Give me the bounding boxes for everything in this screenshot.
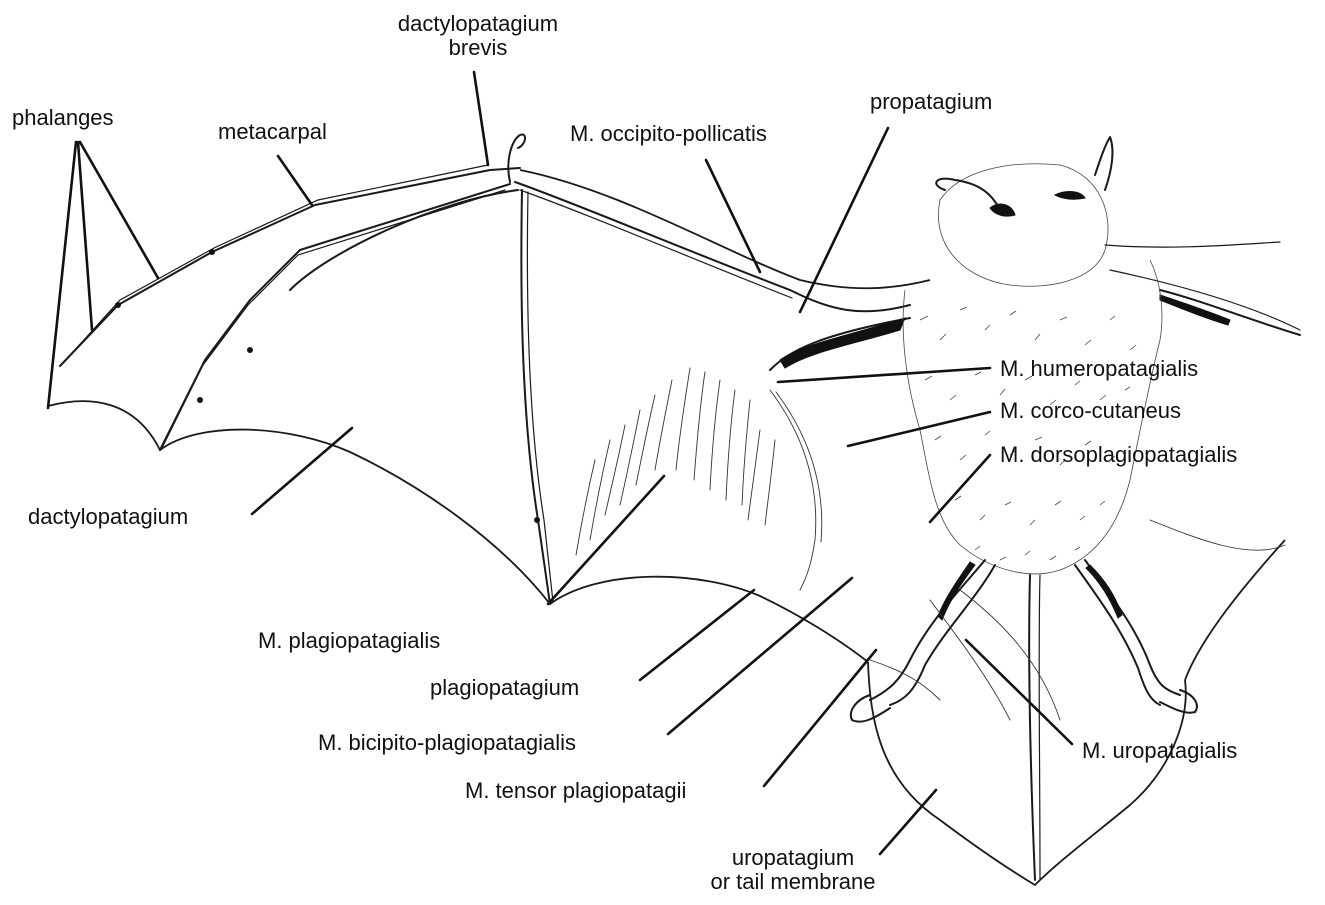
label-metacarpal: metacarpal [218, 120, 327, 144]
leader-phalanges-1 [48, 142, 76, 408]
leader-plagiopatagialis [548, 476, 664, 604]
label-plagiopatagialis: M. plagiopatagialis [258, 629, 440, 653]
label-uropatagium: uropatagium or tail membrane [698, 846, 888, 894]
phalanx-joints [116, 250, 540, 523]
wing-membrane [48, 135, 930, 662]
leader-propatagium [800, 128, 888, 312]
label-bicipito-plagiopatagialis: M. bicipito-plagiopatagialis [318, 731, 576, 755]
bat-body [851, 137, 1300, 885]
label-dactylopatagium-brevis: dactylopatagium brevis [358, 12, 598, 60]
leader-dorsoplagiopatagialis [930, 455, 990, 522]
leader-tensor-plagiopatagii [764, 650, 876, 786]
leader-phalanges-3 [80, 142, 158, 278]
leader-plagiopatagium [640, 590, 754, 680]
fur-texture [920, 307, 1136, 560]
muscle-fibers [576, 368, 775, 555]
label-corco-cutaneus: M. corco-cutaneus [1000, 399, 1181, 423]
label-dactylopatagium-brevis-line1: dactylopatagium [358, 12, 598, 36]
leader-uropatagium [880, 790, 936, 854]
label-humeropatagialis: M. humeropatagialis [1000, 357, 1198, 381]
leader-phalanges-2 [78, 142, 92, 330]
label-occipito-pollicatis: M. occipito-pollicatis [570, 122, 767, 146]
label-dorsoplagiopatagialis: M. dorsoplagiopatagialis [1000, 443, 1237, 467]
leader-uropatagialis [966, 640, 1072, 744]
label-propatagium: propatagium [870, 90, 992, 114]
label-dactylopatagium: dactylopatagium [28, 505, 188, 529]
label-dactylopatagium-brevis-line2: brevis [358, 36, 598, 60]
label-phalanges: phalanges [12, 106, 114, 130]
label-plagiopatagium: plagiopatagium [430, 676, 579, 700]
leader-humeropatagialis [778, 368, 990, 382]
leader-bicipito-plagiopatagialis [668, 578, 852, 734]
label-uropatagium-line1: uropatagium [698, 846, 888, 870]
leader-corco-cutaneus [848, 412, 990, 446]
leader-dactylopatagium [252, 428, 352, 514]
label-uropatagium-line2: or tail membrane [698, 870, 888, 894]
leader-metacarpal [278, 156, 312, 205]
leader-dactylopatagium-brevis [474, 72, 488, 165]
label-uropatagialis: M. uropatagialis [1082, 739, 1237, 763]
label-tensor-plagiopatagii: M. tensor plagiopatagii [465, 779, 686, 803]
leader-occipito-pollicatis [706, 160, 760, 272]
